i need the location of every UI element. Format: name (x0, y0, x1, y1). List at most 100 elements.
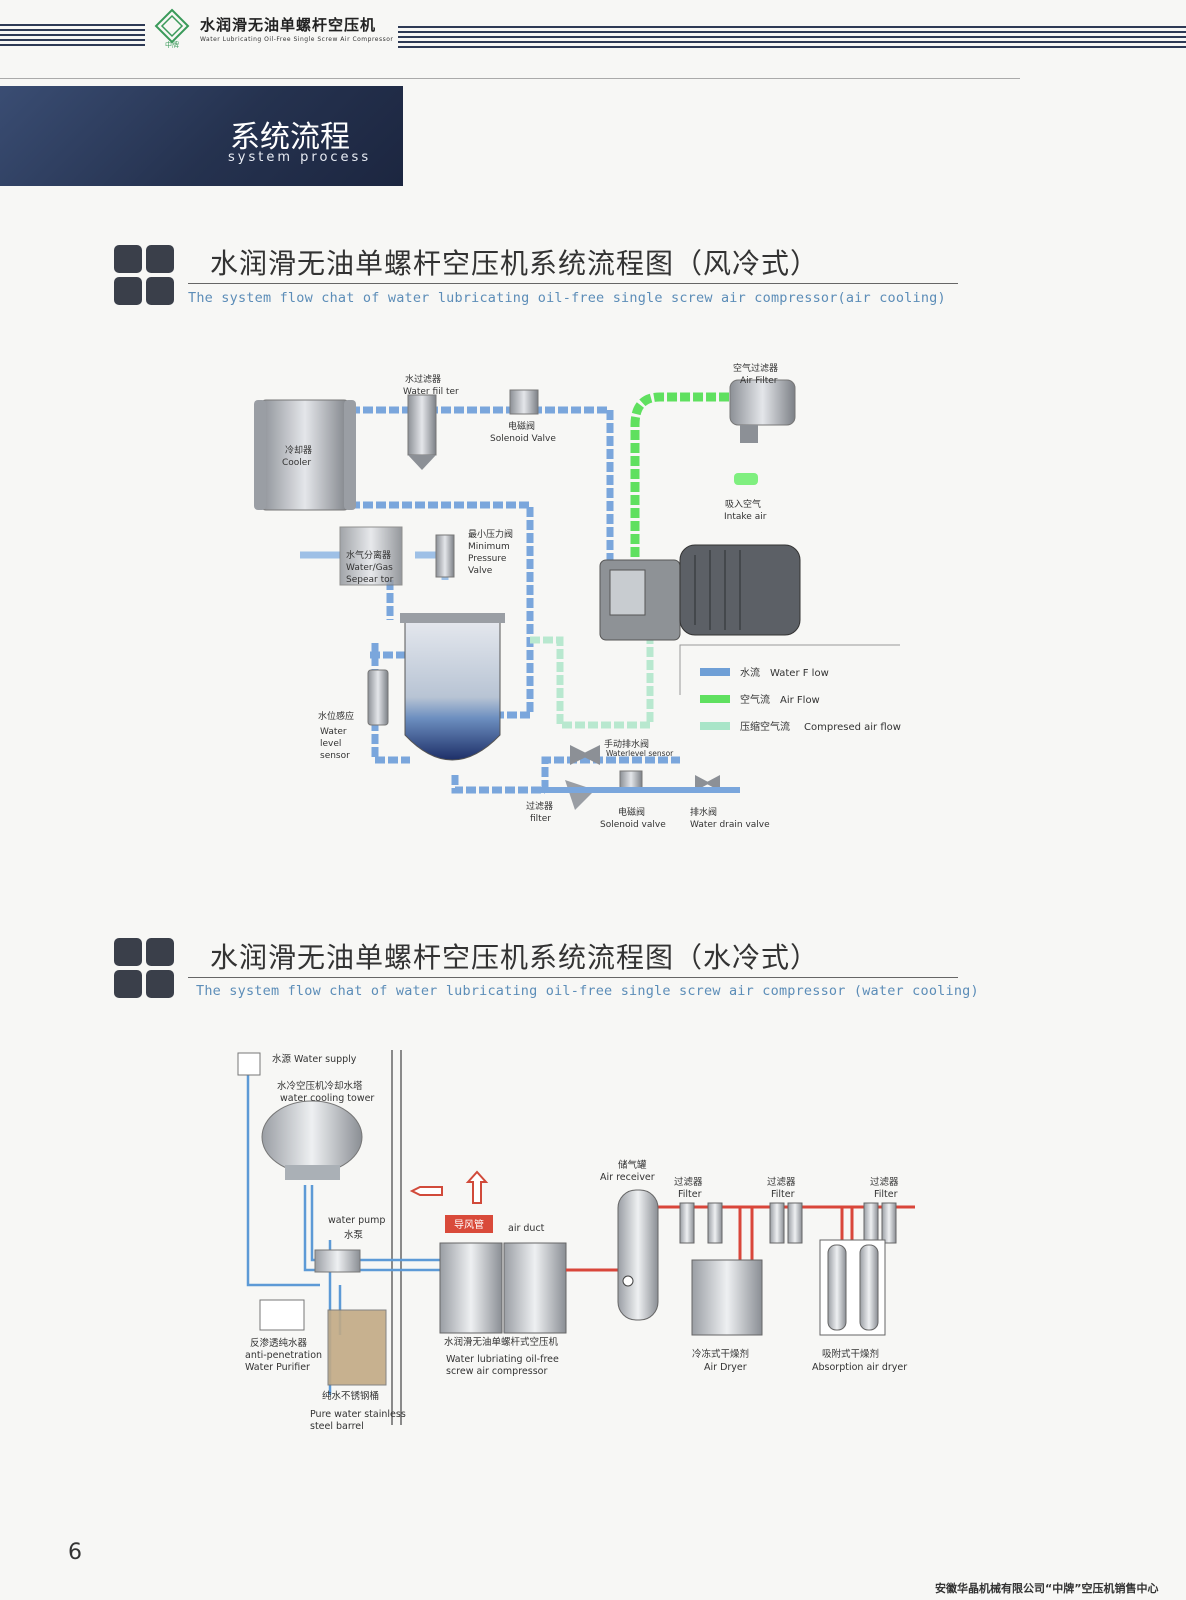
diagram-air-subtitle: The system flow chat of water lubricatin… (188, 290, 946, 306)
air-receiver (617, 1189, 659, 1321)
svg-text:Water drain valve: Water drain valve (690, 820, 770, 830)
svg-text:吸入空气: 吸入空气 (725, 498, 761, 510)
svg-text:Water fiil ter: Water fiil ter (403, 387, 459, 397)
svg-text:水过滤器: 水过滤器 (405, 373, 441, 385)
svg-text:Filter: Filter (678, 1189, 702, 1200)
compressor-cabinet-2 (503, 1242, 567, 1334)
compressed-air-pipe (530, 636, 654, 729)
water-pump (314, 1249, 361, 1273)
legend-water-en: Water F low (770, 668, 829, 679)
air-duct-badge (445, 1215, 493, 1233)
svg-text:过滤器: 过滤器 (674, 1176, 703, 1188)
svg-text:anti-penetration: anti-penetration (245, 1350, 322, 1361)
heading-squares-icon (114, 245, 176, 307)
svg-text:screw air compressor: screw air compressor (446, 1366, 547, 1377)
water-diagram-labels: 水源 Water supply 水冷空压机冷却水塔 water cooling … (245, 1053, 907, 1432)
air-filter (729, 379, 796, 426)
svg-text:电磁阀: 电磁阀 (618, 806, 645, 818)
air-flow-pipe (630, 392, 730, 570)
heading-squares-icon (114, 938, 176, 1000)
air-cooling-diagram: 水流 Water F low 空气流 Air Flow 压缩空气流 Compre… (254, 362, 901, 830)
svg-text:Solenoid valve: Solenoid valve (600, 820, 666, 830)
svg-text:Absorption air dryer: Absorption air dryer (812, 1362, 907, 1373)
svg-text:Filter: Filter (874, 1189, 898, 1200)
legend-air-cn: 空气流 (740, 693, 770, 706)
svg-text:吸附式干燥剂: 吸附式干燥剂 (822, 1348, 879, 1360)
diagram-water-title: 水润滑无油单螺杆空压机系统流程图（水冷式） (210, 941, 820, 974)
svg-text:Air receiver: Air receiver (600, 1172, 655, 1183)
svg-text:level: level (320, 739, 341, 749)
level-sensor (367, 669, 389, 726)
svg-text:水润滑无油单螺杆式空压机: 水润滑无油单螺杆式空压机 (444, 1336, 559, 1348)
section-banner (0, 86, 403, 186)
svg-text:水冷空压机冷却水塔: 水冷空压机冷却水塔 (277, 1080, 363, 1092)
y-filter (565, 780, 595, 810)
svg-text:储气罐: 储气罐 (618, 1159, 647, 1171)
header-subtitle: Water Lubricating Oil-Free Single Screw … (200, 36, 394, 43)
heading-rule (188, 977, 958, 978)
svg-text:空气过滤器: 空气过滤器 (733, 362, 778, 374)
water-filter (407, 394, 437, 456)
steel-barrel (327, 1309, 387, 1386)
svg-text:Water/Gas: Water/Gas (346, 563, 393, 573)
svg-text:Water: Water (320, 727, 347, 737)
svg-text:电磁阀: 电磁阀 (508, 420, 535, 432)
air-dryer (691, 1259, 763, 1336)
diagram-air-title: 水润滑无油单螺杆空压机系统流程图（风冷式） (210, 247, 820, 280)
svg-text:排水阀: 排水阀 (690, 806, 717, 818)
arrow-left-icon (409, 1186, 443, 1196)
header-divider (0, 78, 1020, 79)
header-stripe-right (398, 26, 1186, 48)
svg-text:Solenoid Valve: Solenoid Valve (490, 434, 556, 444)
svg-text:水位感应: 水位感应 (318, 710, 354, 722)
air-diagram-labels: 水过滤器 Water fiil ter 电磁阀 Solenoid Valve 空… (282, 362, 778, 830)
svg-text:Air Dryer: Air Dryer (704, 1362, 747, 1373)
svg-text:Water lubriating oil-free: Water lubriating oil-free (446, 1354, 559, 1365)
page-number: 6 (68, 1540, 82, 1565)
svg-text:Water Purifier: Water Purifier (245, 1362, 310, 1373)
legend: 水流 Water F low 空气流 Air Flow 压缩空气流 Compre… (700, 666, 901, 733)
svg-text:过滤器: 过滤器 (526, 800, 553, 812)
svg-text:导风管: 导风管 (454, 1218, 484, 1231)
svg-text:Valve: Valve (468, 566, 493, 576)
brand-logo-icon: 中牌 (154, 8, 190, 48)
svg-text:Filter: Filter (771, 1189, 795, 1200)
cooling-tower (261, 1100, 363, 1174)
solenoid-valve (509, 389, 539, 415)
header-stripe-left (0, 24, 145, 46)
svg-text:filter: filter (530, 814, 551, 824)
water-cooling-diagram: 导风管 水源 Water supply 水冷空压机冷却水塔 water cool… (237, 1050, 915, 1432)
section-subtitle: system process (228, 150, 372, 165)
logo-text: 中牌 (165, 40, 179, 48)
svg-text:最小压力阀: 最小压力阀 (468, 528, 513, 540)
svg-text:Minimum: Minimum (468, 542, 510, 552)
section-title: 系统流程 (230, 120, 350, 155)
svg-text:sensor: sensor (320, 751, 350, 761)
svg-text:Cooler: Cooler (282, 458, 311, 468)
compressor-cabinet-1 (439, 1242, 503, 1334)
arrow-up-icon (465, 1170, 489, 1204)
min-pressure-valve (435, 534, 455, 578)
svg-text:反渗透纯水器: 反渗透纯水器 (250, 1337, 308, 1349)
diagram-water-subtitle: The system flow chat of water lubricatin… (196, 983, 979, 999)
water-tank (404, 619, 501, 761)
svg-text:水气分离器: 水气分离器 (346, 549, 391, 561)
header-title: 水润滑无油单螺杆空压机 (200, 16, 377, 34)
legend-compressed-cn: 压缩空气流 (740, 720, 790, 733)
svg-text:手动排水阀: 手动排水阀 (604, 738, 649, 750)
water-gas-separator (339, 526, 403, 586)
svg-text:过滤器: 过滤器 (870, 1176, 899, 1188)
svg-text:Air Filter: Air Filter (740, 376, 778, 386)
svg-text:过滤器: 过滤器 (767, 1176, 796, 1188)
legend-water-cn: 水流 (740, 666, 760, 679)
legend-compressed-en: Compresed air flow (804, 722, 901, 733)
svg-text:Pressure: Pressure (468, 554, 507, 564)
svg-text:Pure water stainless: Pure water stainless (310, 1409, 406, 1420)
svg-text:冷冻式干燥剂: 冷冻式干燥剂 (692, 1348, 749, 1360)
svg-text:water cooling tower: water cooling tower (280, 1093, 374, 1104)
water-supply-box (237, 1052, 261, 1076)
svg-text:steel barrel: steel barrel (310, 1421, 364, 1432)
intake-air-marker (734, 473, 758, 485)
water-purifier (259, 1299, 305, 1331)
heading-rule (188, 283, 958, 284)
